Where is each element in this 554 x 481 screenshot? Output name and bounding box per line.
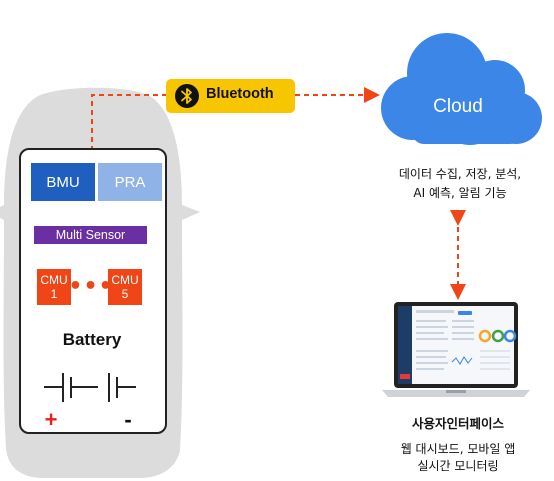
battery-title: Battery: [62, 330, 122, 349]
cloud-description-line-1: 데이터 수집, 저장, 분석,: [398, 167, 522, 181]
user-interface-description: 웹 대시보드, 모바일 앱 실시간 모니터링: [375, 441, 541, 475]
user-interface-title: 사용자인터페이스: [411, 416, 504, 431]
cmu-5-module: CMU 5: [108, 269, 142, 305]
cmu-1-label: CMU: [40, 273, 68, 287]
cmu-1-number: 1: [50, 287, 58, 301]
multi-sensor-module: Multi Sensor: [34, 226, 147, 244]
cmu-1-module: CMU 1: [37, 269, 71, 305]
cmu-ellipsis: •••: [68, 273, 114, 299]
battery-minus-sign: -: [124, 407, 131, 432]
pra-module: PRA: [98, 163, 162, 201]
cloud-description-line-2: AI 예측, 알림 기능: [413, 186, 507, 200]
cloud-icon: [381, 33, 542, 145]
user-interface-description-line-1: 웹 대시보드, 모바일 앱: [400, 442, 516, 456]
cmu-5-label: CMU: [111, 273, 139, 287]
laptop-dashboard-icon: [382, 302, 530, 397]
cloud-label: Cloud: [433, 96, 483, 117]
bluetooth-icon: [175, 84, 199, 108]
vehicle-to-bluetooth-line: [84, 94, 166, 168]
user-interface-description-line-2: 실시간 모니터링: [417, 459, 499, 473]
bmu-module: BMU: [31, 163, 95, 201]
cmu-5-number: 5: [121, 287, 129, 301]
bluetooth-label: Bluetooth: [206, 86, 274, 102]
cloud-description: 데이터 수집, 저장, 분석, AI 예측, 알림 기능: [370, 165, 550, 203]
battery-plus-sign: +: [45, 407, 58, 432]
